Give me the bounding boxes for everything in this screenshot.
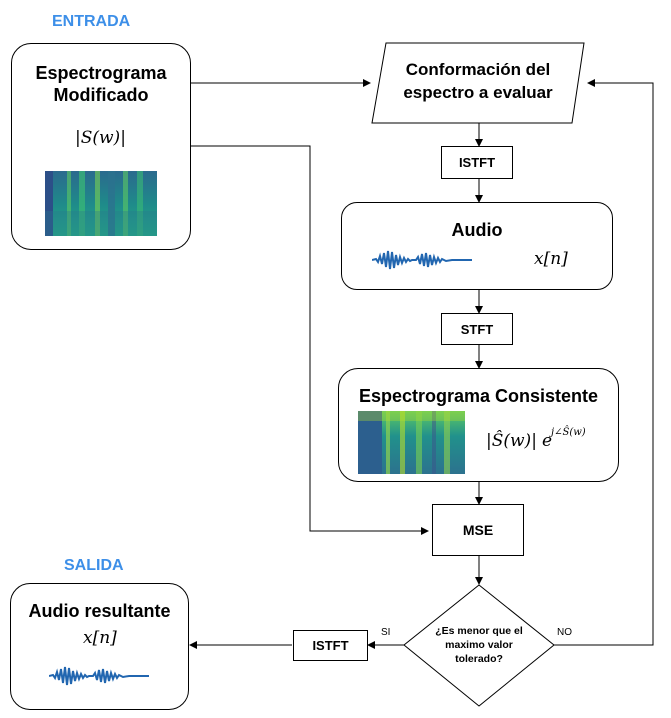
input-title-line2: Modificado (53, 85, 149, 105)
input-formula: |S(w)| (75, 128, 126, 148)
output-audio-box: Audio resultante x[n] (10, 583, 189, 710)
consistent-formula-exp: j∠Ŝ(w) (551, 427, 586, 438)
arrow-input-to-mse (190, 145, 429, 535)
decision-line1: ¿Es menor que el (435, 625, 523, 637)
stft-box: STFT (441, 313, 513, 345)
audio-title: Audio (451, 220, 503, 240)
no-label: NO (557, 627, 572, 638)
yes-label: SI (381, 627, 391, 638)
mse-box: MSE (432, 504, 524, 556)
decision-line2: maximo valor (445, 639, 513, 651)
consistent-formula-e: e (542, 431, 553, 451)
entrada-label: ENTRADA (52, 13, 131, 30)
audio-waveform (372, 250, 472, 270)
consistent-spectrogram-box: Espectrograma Consistente |Ŝ(w)| e j∠Ŝ(w… (338, 368, 619, 482)
decision-text: ¿Es menor que el maximo valor tolerado? (404, 624, 554, 666)
output-formula: x[n] (83, 628, 117, 648)
conform-parallelogram (371, 42, 585, 124)
consistent-spectrogram-image (358, 411, 465, 474)
consistent-formula-main: |Ŝ(w)| (486, 431, 537, 451)
decision-line3: tolerado? (455, 653, 503, 665)
modified-spectrogram-image (45, 171, 157, 236)
audio-formula: x[n] (534, 249, 568, 269)
input-spectrogram-box: Espectrograma Modificado |S(w)| (11, 43, 191, 250)
output-title: Audio resultante (28, 601, 171, 621)
consistent-title: Espectrograma Consistente (358, 386, 599, 406)
decision-diamond (403, 584, 555, 707)
arrow-no-loop (553, 79, 654, 646)
conform-line1: Conformación del (405, 60, 551, 79)
conform-line2: espectro a evaluar (403, 83, 553, 102)
istft-bottom-box: ISTFT (293, 630, 368, 661)
input-title-line1: Espectrograma (35, 63, 167, 83)
audio-box: Audio x[n] (341, 202, 613, 290)
istft-top-box: ISTFT (441, 146, 513, 179)
salida-label: SALIDA (64, 557, 124, 574)
output-waveform (49, 666, 149, 686)
conform-box: Conformación del espectro a evaluar (372, 58, 584, 104)
